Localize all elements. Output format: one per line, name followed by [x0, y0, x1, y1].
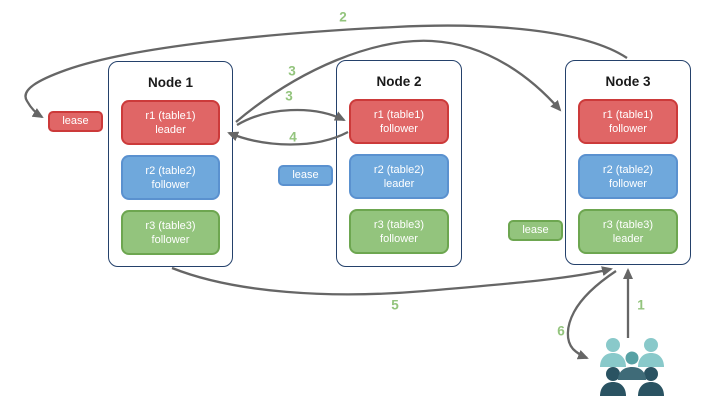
replica-label: r1 (table1) [373, 108, 425, 121]
replica-label: r3 (table3) [373, 218, 425, 231]
replica-role: follower [151, 178, 190, 191]
node-1-title: Node 1 [147, 74, 193, 90]
node-1-replica-r3: r3 (table3) follower [121, 210, 220, 255]
replica-label: r1 (table1) [145, 109, 196, 122]
node-1-replica-r1: r1 (table1) leader [121, 100, 220, 145]
replica-role: leader [612, 232, 644, 245]
users-group-icon [600, 338, 664, 396]
arrow-3b-path [236, 108, 346, 126]
step-2-label: 2 [339, 9, 347, 25]
node-3-title: Node 3 [605, 73, 651, 89]
replica-role: follower [380, 122, 418, 135]
node-3-replica-r3: r3 (table3) leader [578, 209, 678, 254]
replica-role: follower [151, 233, 190, 246]
replica-label: r2 (table2) [373, 163, 425, 176]
node-1: Node 1 r1 (table1) leader r2 (table2) fo… [108, 61, 233, 267]
replica-label: r2 (table2) [145, 164, 196, 177]
replica-label: r3 (table3) [145, 219, 196, 232]
node-2: Node 2 r1 (table1) follower r2 (table2) … [336, 60, 462, 267]
step-3a-label: 3 [288, 63, 296, 79]
node-1-replica-r2: r2 (table2) follower [121, 155, 220, 200]
step-6-label: 6 [557, 323, 565, 339]
arrow-5-path [171, 266, 613, 296]
lease-badge-blue: lease [278, 165, 333, 186]
step-1-label: 1 [637, 297, 645, 313]
replica-label: r3 (table3) [602, 218, 654, 231]
replica-label: r1 (table1) [602, 108, 654, 121]
node-3-replica-r1: r1 (table1) follower [578, 99, 678, 144]
replica-role: leader [383, 177, 415, 190]
replica-role: follower [380, 232, 418, 245]
node-3: Node 3 r1 (table1) follower r2 (table2) … [565, 60, 691, 265]
node-2-replica-r1: r1 (table1) follower [349, 99, 449, 144]
node-2-replica-r2: r2 (table2) leader [349, 154, 449, 199]
node-2-replica-r3: r3 (table3) follower [349, 209, 449, 254]
lease-badge-red: lease [48, 111, 103, 132]
node-3-replica-r2: r2 (table2) follower [578, 154, 678, 199]
lease-badge-green: lease [508, 220, 563, 241]
step-5-label: 5 [391, 297, 399, 313]
step-3b-label: 3 [285, 88, 293, 104]
replica-role: leader [155, 123, 186, 136]
node-2-title: Node 2 [376, 73, 422, 89]
replica-label: r2 (table2) [602, 163, 654, 176]
replica-role: follower [609, 122, 647, 135]
step-4-label: 4 [289, 129, 297, 145]
replica-role: follower [609, 177, 647, 190]
